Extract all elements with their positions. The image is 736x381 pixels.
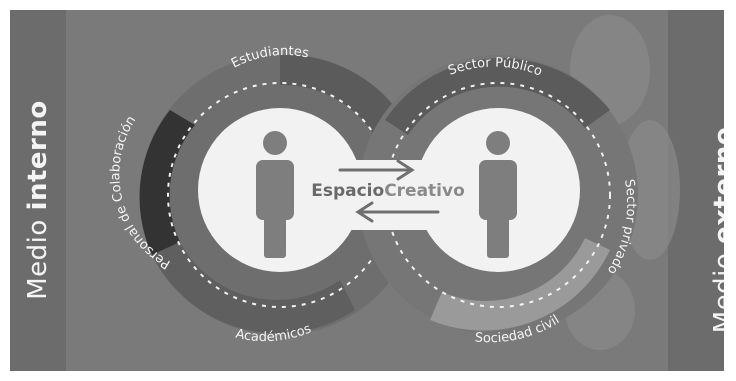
center-title: EspacioCreativo	[311, 181, 465, 201]
person-icon-left	[256, 131, 294, 258]
diagram-canvas: Medio interno Medio externo	[10, 10, 724, 371]
arrow-left-icon	[355, 201, 440, 223]
center-title-part2: Creativo	[384, 181, 465, 201]
center-title-part1: Espacio	[311, 181, 384, 201]
left-panel	[10, 10, 66, 371]
center-band	[340, 160, 440, 230]
infinity-diagram: EspacioCreativo Personal de Colaboración…	[108, 15, 680, 350]
arrow-right-icon	[338, 159, 415, 181]
person-icon-right	[479, 131, 517, 258]
